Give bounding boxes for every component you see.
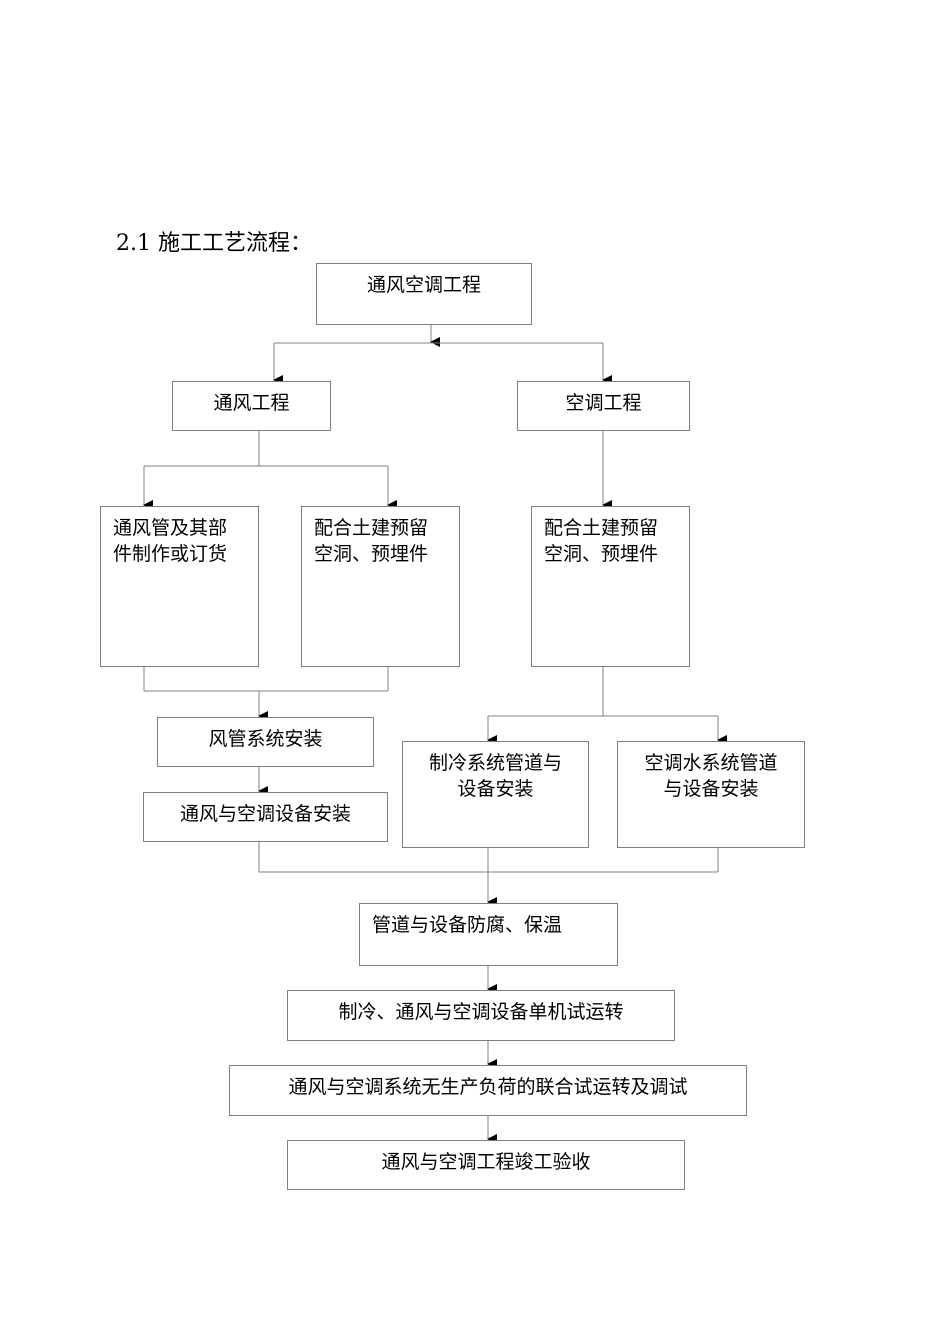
node-root: 通风空调工程 (316, 263, 532, 325)
node-embed-ac: 配合土建预留 空洞、预埋件 (531, 506, 690, 667)
section-heading: 2.1 施工工艺流程： (116, 231, 312, 256)
node-acceptance: 通风与空调工程竣工验收 (287, 1140, 685, 1190)
node-duct-parts: 通风管及其部 件制作或订货 (100, 506, 259, 667)
node-single-test: 制冷、通风与空调设备单机试运转 (287, 990, 675, 1041)
node-anticorr: 管道与设备防腐、保温 (359, 903, 618, 966)
node-duct-install: 风管系统安装 (157, 717, 374, 767)
node-embed-vent: 配合土建预留 空洞、预埋件 (301, 506, 460, 667)
node-vent: 通风工程 (172, 381, 331, 431)
node-joint-test: 通风与空调系统无生产负荷的联合试运转及调试 (229, 1065, 747, 1116)
node-refrig-pipe: 制冷系统管道与 设备安装 (402, 741, 589, 848)
node-ac: 空调工程 (517, 381, 690, 431)
node-vent-equip: 通风与空调设备安装 (143, 792, 388, 842)
node-water-pipe: 空调水系统管道 与设备安装 (617, 741, 805, 848)
